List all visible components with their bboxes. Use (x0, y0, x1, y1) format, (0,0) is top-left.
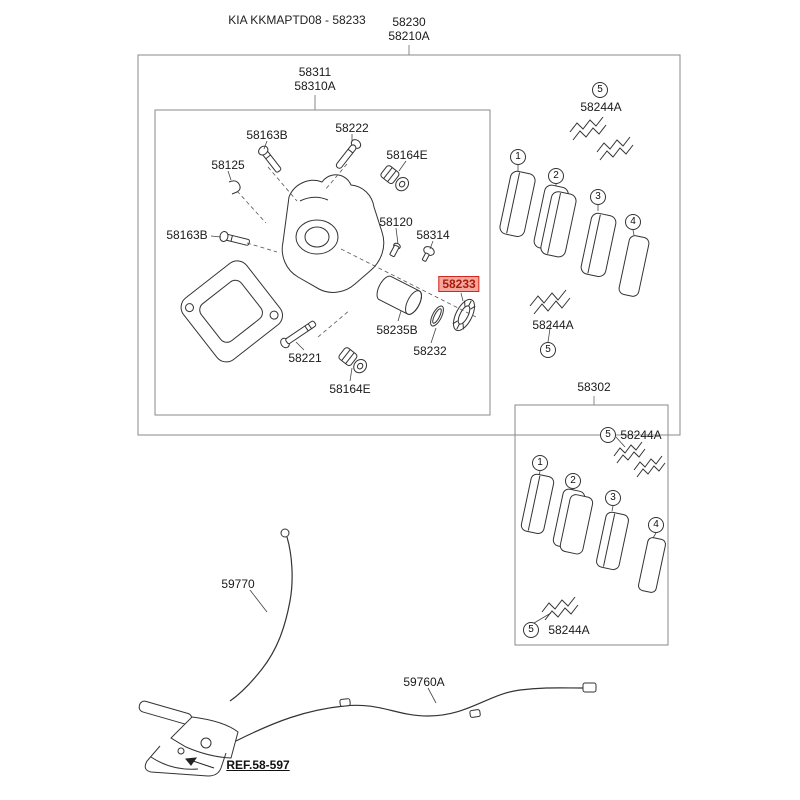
part-label-58244a-top[interactable]: 58244A (580, 100, 622, 114)
callout-1-upper: 1 (510, 149, 526, 165)
brake-pad-3-drawing (580, 212, 617, 278)
kit-pad-2-drawing (552, 488, 594, 555)
pad-spring-clip-mid (529, 289, 571, 315)
group-label-58311-line1: 58311 (298, 65, 332, 79)
pad-spring-clip-lower-bottom (541, 596, 579, 621)
part-label-58244a-kit-bottom[interactable]: 58244A (548, 623, 590, 637)
brake-pads-lower (520, 441, 666, 621)
callout-2-upper: 2 (548, 168, 564, 184)
brake-lever-drawing (138, 700, 239, 777)
boot-58164e-bottom-drawing (338, 347, 368, 374)
brake-pad-4-drawing (618, 235, 650, 297)
kit-pad-3-drawing (596, 511, 629, 571)
piston-58235b-drawing (376, 275, 422, 315)
group-label-58302[interactable]: 58302 (577, 380, 611, 394)
page-title: KIA KKMAPTD08 - 58233 (228, 13, 366, 27)
callout-5-kit-bottom: 5 (523, 622, 539, 638)
callout-1-kit: 1 (532, 455, 548, 471)
part-label-58221[interactable]: 58221 (288, 351, 322, 365)
frame-boxes (137, 45, 681, 646)
group-label-58310a-line2: 58310A (294, 79, 336, 93)
group-label-58210a-line2: 58210A (388, 29, 430, 43)
callout-3-kit: 3 (605, 490, 621, 506)
part-label-58244a-kit-top[interactable]: 58244A (620, 428, 662, 442)
part-label-58235b[interactable]: 58235B (376, 323, 418, 337)
part-label-58232[interactable]: 58232 (413, 344, 447, 358)
callout-3-upper: 3 (590, 189, 606, 205)
part-label-58163b-left[interactable]: 58163B (166, 228, 208, 242)
caliper-small-parts (219, 139, 476, 374)
pad-spring-clips-upper (569, 116, 634, 161)
callout-5-upper-bottom: 5 (540, 342, 556, 358)
rod-58222-drawing (335, 139, 362, 169)
brake-pad-2-drawing (533, 184, 577, 258)
pad-spring-clips-lower-top (613, 441, 666, 478)
brake-pad-1-drawing (499, 170, 536, 237)
callout-2-kit: 2 (565, 473, 581, 489)
brake-pads-upper (499, 116, 650, 315)
group-label-58230[interactable]: 58230 58210A (388, 15, 429, 43)
part-label-59770[interactable]: 59770 (221, 577, 255, 591)
part-label-58314[interactable]: 58314 (416, 228, 450, 242)
cap-58314-drawing (421, 246, 435, 262)
callout-4-upper: 4 (625, 214, 641, 230)
part-label-58244a-mid[interactable]: 58244A (532, 318, 574, 332)
part-label-58163b-top[interactable]: 58163B (246, 128, 288, 142)
part-label-58233-highlighted[interactable]: 58233 (438, 276, 480, 292)
bolt-58221-drawing (280, 320, 317, 349)
kit-pad-4-drawing (638, 537, 666, 593)
ref-link-58-597[interactable]: REF.58-597 (226, 758, 290, 772)
part-label-58222[interactable]: 58222 (335, 121, 369, 135)
part-label-58120[interactable]: 58120 (379, 215, 413, 229)
callout-5-kit-top: 5 (600, 427, 616, 443)
parking-brake-cables (229, 528, 597, 742)
group-label-58311[interactable]: 58311 58310A (294, 65, 335, 93)
callout-5-upper-top: 5 (592, 82, 608, 98)
kit-pad-1-drawing (520, 473, 555, 535)
bleeder-58120-drawing (389, 242, 401, 258)
leader-lines (210, 134, 657, 704)
carrier-bracket-drawing (180, 260, 283, 363)
part-label-58164e-top[interactable]: 58164E (386, 148, 428, 162)
boot-58164e-top-drawing (380, 165, 410, 192)
dust-boot-58233-drawing (452, 298, 476, 332)
bolt-58163b-left-drawing (219, 231, 250, 246)
ref-arrow (185, 757, 215, 769)
caliper-drawing (180, 174, 385, 363)
part-label-58125[interactable]: 58125 (211, 158, 245, 172)
bolt-58163b-top-drawing (258, 145, 282, 173)
clip-58125-drawing (228, 180, 241, 195)
assembly-axis-lines (236, 163, 479, 338)
group-label-58230-line1: 58230 (392, 15, 426, 29)
seal-58232-drawing (430, 305, 444, 327)
part-label-58164e-bottom[interactable]: 58164E (329, 382, 371, 396)
callout-4-kit: 4 (648, 517, 664, 533)
part-label-59760a[interactable]: 59760A (403, 675, 445, 689)
